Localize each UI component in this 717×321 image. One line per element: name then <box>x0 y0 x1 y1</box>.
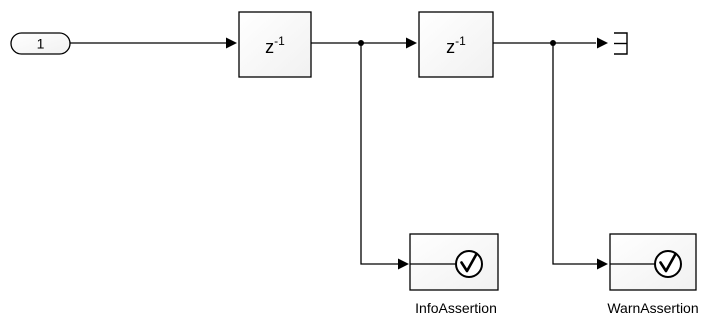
delay2-label: z-1 <box>446 34 466 57</box>
delay2-base: z <box>446 37 455 57</box>
inport-block[interactable]: 1 <box>10 32 71 55</box>
warn-assertion-label: WarnAssertion <box>607 300 698 316</box>
delay1-label: z-1 <box>265 34 285 57</box>
branch-point-2 <box>550 40 556 46</box>
arrowhead-info-input <box>398 258 409 270</box>
terminator-icon <box>614 32 628 55</box>
delay2-exponent: -1 <box>455 34 466 48</box>
arrowhead-warn-input <box>597 258 608 270</box>
terminator-block[interactable] <box>614 32 628 55</box>
signal-lines <box>70 42 598 265</box>
arrowheads <box>226 37 608 270</box>
check-circle-icon <box>654 250 682 278</box>
branch-point-1 <box>358 40 364 46</box>
inport-shape <box>10 32 71 55</box>
warn-assertion-block[interactable]: WarnAssertion <box>607 233 699 316</box>
unit-delay-block-1[interactable]: z-1 <box>238 11 312 78</box>
warn-assertion-box <box>609 233 697 291</box>
delay2-box <box>418 11 494 78</box>
branch-points <box>358 40 556 46</box>
signal-line-branch-to-warn[interactable] <box>552 43 598 265</box>
delay1-box <box>238 11 312 78</box>
info-assertion-block[interactable]: InfoAssertion <box>409 233 499 316</box>
inport-label: 1 <box>37 36 45 52</box>
info-assertion-box <box>409 233 499 291</box>
arrowhead-delay2-input <box>406 37 417 49</box>
signal-line-branch-to-info[interactable] <box>360 43 398 265</box>
arrowhead-delay1-input <box>226 37 237 49</box>
delay1-base: z <box>265 37 274 57</box>
info-assertion-label: InfoAssertion <box>415 300 497 316</box>
delay1-exponent: -1 <box>274 34 285 48</box>
unit-delay-block-2[interactable]: z-1 <box>418 11 494 78</box>
arrowhead-terminator-input <box>597 37 608 49</box>
check-circle-icon <box>455 250 483 278</box>
